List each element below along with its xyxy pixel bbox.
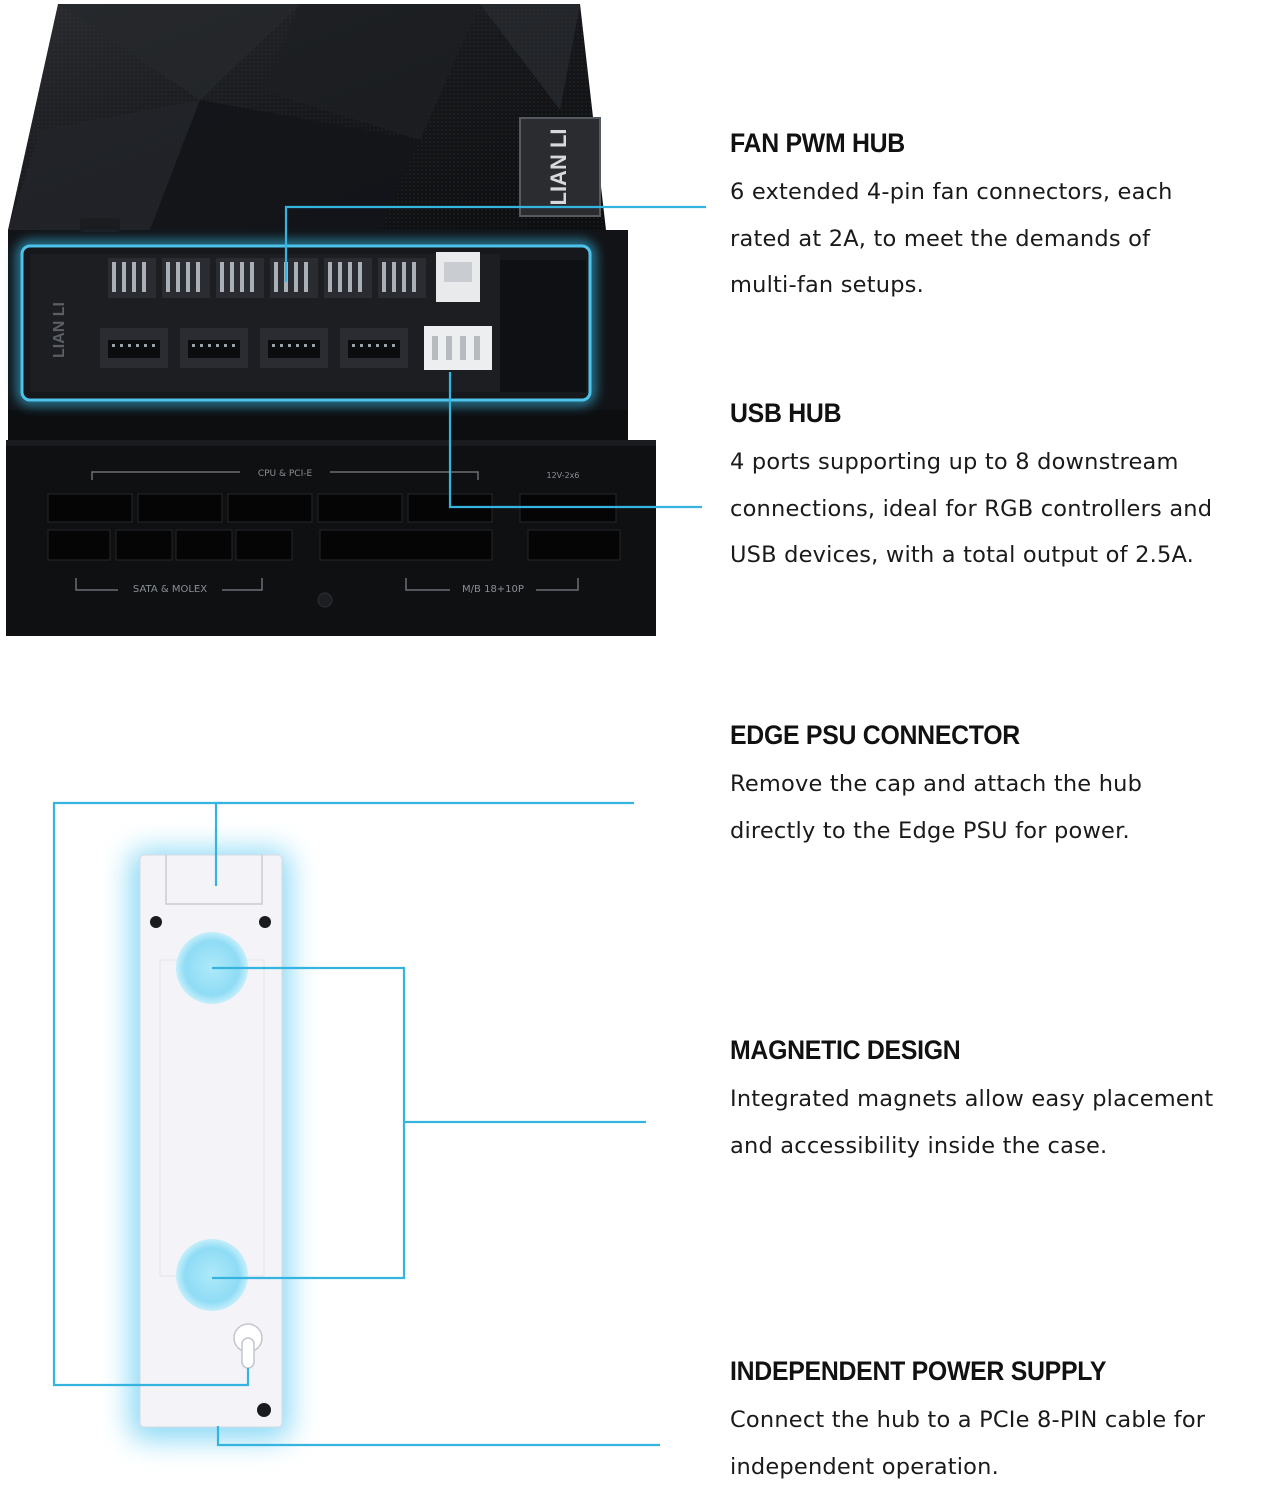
feature-magnetic-design: MAGNETIC DESIGN Integrated magnets allow… (730, 1035, 1278, 1169)
fan-header (324, 258, 372, 298)
usb-hub-device (130, 850, 290, 1440)
label-mb: M/B 18+10P (462, 584, 524, 595)
feature-title: INDEPENDENT POWER SUPPLY (730, 1356, 1107, 1386)
feature-independent-power-supply: INDEPENDENT POWER SUPPLY Connect the hub… (730, 1356, 1278, 1490)
feature-usb-hub: USB HUB 4 ports supporting up to 8 downs… (730, 398, 1278, 579)
feature-description: Integrated magnets allow easy placement … (730, 1076, 1278, 1169)
feature-line: and accessibility inside the case. (730, 1132, 1108, 1159)
psu-brand-top: LIAN LI (546, 129, 571, 206)
power-sockets (47, 493, 621, 561)
usb-headers (100, 328, 408, 368)
feature-line: directly to the Edge PSU for power. (730, 817, 1130, 844)
callout-usb-hub (448, 372, 702, 509)
usb-header (260, 328, 328, 368)
label-sata-molex: SATA & MOLEX (133, 584, 207, 595)
usb-header (340, 328, 408, 368)
feature-line: USB devices, with a total output of 2.5A… (730, 542, 1195, 568)
usb-header (180, 328, 248, 368)
fan-header (216, 258, 264, 298)
feature-line: connections, ideal for RGB controllers a… (730, 495, 1213, 522)
feature-description: Connect the hub to a PCIe 8-PIN cable fo… (730, 1397, 1278, 1490)
feature-title: MAGNETIC DESIGN (730, 1035, 961, 1065)
label-12v: 12V-2x6 (547, 471, 580, 480)
panel-brand: LIAN LI (51, 302, 68, 358)
fan-header (378, 258, 426, 298)
callout-hook (52, 801, 250, 1387)
callout-fan-pwm (284, 205, 706, 282)
feature-line: Integrated magnets allow easy placement (730, 1086, 1214, 1112)
magnet-bottom (176, 1239, 248, 1311)
feature-title: FAN PWM HUB (730, 128, 905, 158)
callout-lines (52, 205, 706, 1447)
fan-header (108, 258, 156, 298)
feature-line: multi-fan setups. (730, 272, 924, 298)
feature-title: EDGE PSU CONNECTOR (730, 720, 1020, 750)
psu-brand-plate (519, 117, 601, 217)
fan-header (162, 258, 210, 298)
feature-description: 4 ports supporting up to 8 downstream co… (730, 439, 1278, 579)
feature-line: Remove the cap and attach the hub (730, 771, 1143, 797)
usb-header (100, 328, 168, 368)
feature-line: 4 ports supporting up to 8 downstream (730, 449, 1179, 475)
fan-pwm-headers (108, 258, 426, 298)
feature-line: Connect the hub to a PCIe 8-PIN cable fo… (730, 1407, 1206, 1433)
feature-line: rated at 2A, to meet the demands of (730, 225, 1151, 252)
feature-line: 6 extended 4-pin fan connectors, each (730, 179, 1173, 205)
callout-independent-power (216, 1426, 660, 1447)
feature-description: Remove the cap and attach the hub direct… (730, 761, 1278, 854)
label-cpu-pcie: CPU & PCI-E (258, 469, 313, 479)
feature-line: independent operation. (730, 1453, 999, 1480)
feature-title: USB HUB (730, 398, 842, 428)
fan-header (270, 258, 318, 298)
psu-unit: LIAN LI LIAN LI (6, 4, 656, 636)
feature-description: 6 extended 4-pin fan connectors, each ra… (730, 169, 1278, 309)
feature-fan-pwm-hub: FAN PWM HUB 6 extended 4-pin fan connect… (730, 128, 1278, 309)
feature-edge-psu-connector: EDGE PSU CONNECTOR Remove the cap and at… (730, 720, 1278, 854)
